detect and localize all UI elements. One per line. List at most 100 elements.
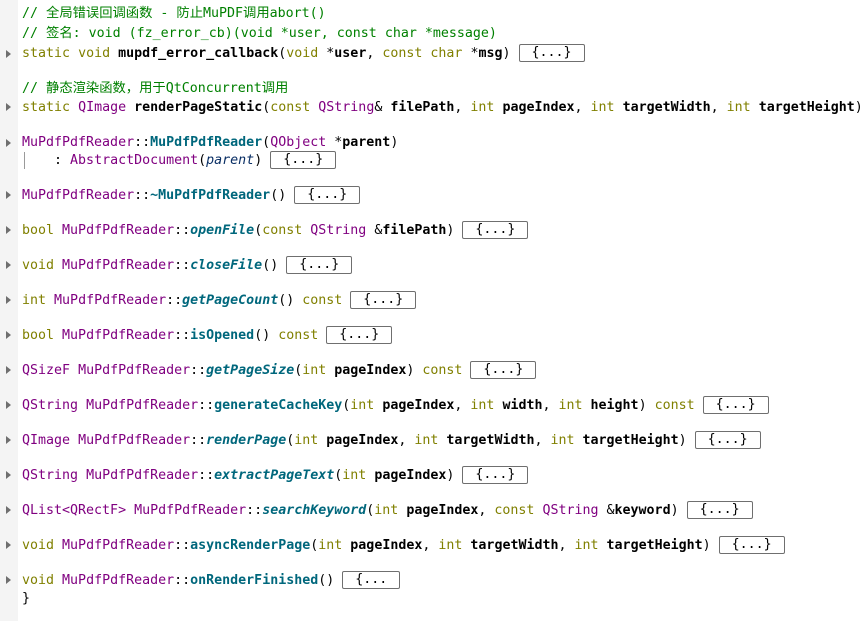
code-line[interactable]: // 静态渲染函数，用于QtConcurrent调用 [22,79,288,99]
fold-arrow-icon[interactable] [6,103,11,111]
code-line[interactable]: QSizeF MuPdfPdfReader::getPageSize(int p… [22,361,537,381]
function-name: asyncRenderPage [190,538,311,553]
param-name: height [590,398,639,413]
fold-arrow-icon[interactable] [6,506,11,514]
scope-operator: :: [246,503,263,518]
keyword: static [22,100,71,115]
collapsed-block[interactable]: {...} [350,291,417,309]
type-name: QString [310,223,367,238]
keyword: int [374,503,399,518]
collapsed-block[interactable]: {...} [718,536,785,554]
param-name: pageIndex [374,468,447,483]
code-line[interactable]: bool MuPdfPdfReader::isOpened() const{..… [22,326,393,346]
fold-arrow-icon[interactable] [6,191,11,199]
keyword: void [78,46,111,61]
function-name: extractPageText [214,468,335,483]
scope-operator: :: [134,135,151,150]
keyword: int [414,433,439,448]
keyword: void [22,538,55,553]
fold-arrow-icon[interactable] [6,139,11,147]
collapsed-block[interactable]: {...} [462,466,529,484]
keyword: char [430,46,463,61]
scope-operator: :: [190,433,207,448]
code-line[interactable]: QString MuPdfPdfReader::extractPageText(… [22,466,529,486]
keyword: int [470,398,495,413]
param-name: parent [342,135,391,150]
fold-arrow-icon[interactable] [6,471,11,479]
collapsed-block[interactable]: {...} [518,44,585,62]
fold-arrow-icon[interactable] [6,261,11,269]
code-line[interactable]: bool MuPdfPdfReader::openFile(const QStr… [22,221,529,241]
param-name: targetHeight [758,100,855,115]
code-line[interactable]: } [22,589,30,609]
fold-arrow-icon[interactable] [6,366,11,374]
keyword: int [302,363,327,378]
code-line[interactable]: // 签名: void (fz_error_cb)(void *user, co… [22,24,497,44]
keyword: int [470,100,495,115]
class-name: MuPdfPdfReader [22,188,135,203]
param-name: pageIndex [326,433,399,448]
function-name: renderPage [206,433,287,448]
collapsed-block[interactable]: {...} [462,221,529,239]
type-name: QList<QRectF> [22,503,127,518]
fold-arrow-icon[interactable] [6,331,11,339]
keyword: int [590,100,615,115]
collapsed-block[interactable]: {...} [286,256,353,274]
type-name: QString [318,100,375,115]
collapsed-block[interactable]: {...} [470,361,537,379]
class-name: MuPdfPdfReader [62,538,175,553]
fold-arrow-icon[interactable] [6,576,11,584]
param-name: targetWidth [622,100,711,115]
keyword: int [318,538,343,553]
code-line[interactable]: QImage MuPdfPdfReader::renderPage(int pa… [22,431,761,451]
code-line[interactable]: MuPdfPdfReader::MuPdfPdfReader(QObject *… [22,135,399,150]
fold-arrow-icon[interactable] [6,401,11,409]
type-name: QImage [78,100,127,115]
class-name: MuPdfPdfReader [78,363,191,378]
function-name: onRenderFinished [190,573,319,588]
code-line[interactable]: static QImage renderPageStatic(const QSt… [22,100,863,115]
fold-arrow-icon[interactable] [6,226,11,234]
fold-arrow-icon[interactable] [6,436,11,444]
param-name: pageIndex [382,398,455,413]
collapsed-block[interactable]: {...} [686,501,753,519]
fold-arrow-icon[interactable] [6,50,11,58]
code-line[interactable]: void MuPdfPdfReader::onRenderFinished(){… [22,571,401,591]
code-line[interactable]: int MuPdfPdfReader::getPageCount() const… [22,291,417,311]
collapsed-block[interactable]: {...} [702,396,769,414]
code-line[interactable]: MuPdfPdfReader::~MuPdfPdfReader(){...} [22,186,361,206]
keyword: int [350,398,375,413]
type-name: QSizeF [22,363,71,378]
code-comment: // 签名: void (fz_error_cb)(void *user, co… [22,26,497,41]
keyword: int [726,100,751,115]
scope-operator: :: [166,293,183,308]
collapsed-block[interactable]: {...} [326,326,393,344]
collapsed-block[interactable]: {...} [270,151,337,169]
param-name: pageIndex [350,538,423,553]
param-name: targetHeight [606,538,703,553]
collapsed-block[interactable]: {...} [294,186,361,204]
code-line[interactable]: // 全局错误回调函数 - 防止MuPDF调用abort() [22,4,326,24]
collapsed-block[interactable]: {...} [694,431,761,449]
class-name: MuPdfPdfReader [62,258,175,273]
code-line[interactable]: QList<QRectF> MuPdfPdfReader::searchKeyw… [22,501,753,521]
code-line[interactable]: static void mupdf_error_callback(void *u… [22,44,585,64]
collapsed-block[interactable]: {... [342,571,401,589]
closing-brace: } [22,591,31,606]
code-line[interactable]: : AbstractDocument(parent){...} [22,151,337,171]
function-name: ~MuPdfPdfReader [150,188,271,203]
type-name: QString [22,398,79,413]
class-name: MuPdfPdfReader [62,328,175,343]
type-name: QString [22,468,79,483]
fold-arrow-icon[interactable] [6,541,11,549]
keyword: const [422,363,463,378]
class-name: MuPdfPdfReader [86,398,199,413]
editor-gutter [0,0,18,621]
fold-arrow-icon[interactable] [6,296,11,304]
function-name: getPageSize [206,363,295,378]
code-line[interactable]: void MuPdfPdfReader::asyncRenderPage(int… [22,536,785,556]
code-line[interactable]: void MuPdfPdfReader::closeFile(){...} [22,256,353,276]
code-line[interactable]: QString MuPdfPdfReader::generateCacheKey… [22,396,769,416]
param-name: keyword [614,503,671,518]
class-name: AbstractDocument [70,153,199,168]
